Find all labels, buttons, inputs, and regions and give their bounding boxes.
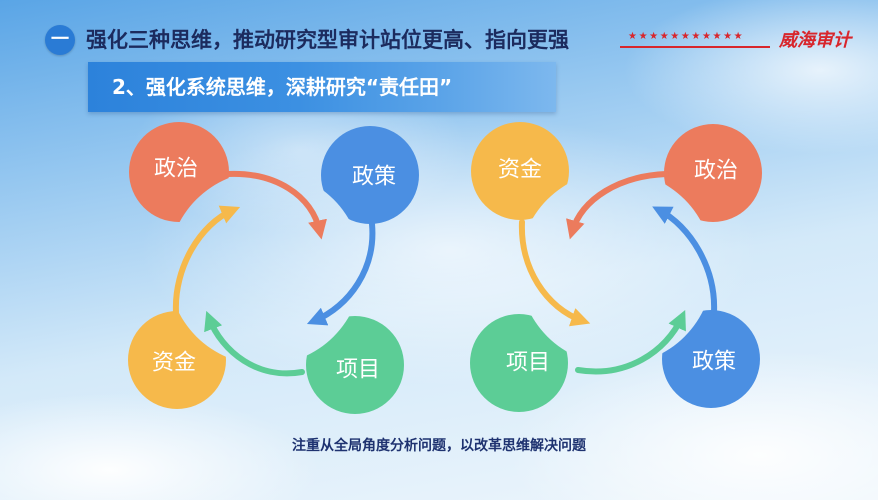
node-circle-project [470,314,568,412]
cycle-diagram-right: 资金 政治 政策 项目 [470,122,762,412]
subtitle-banner: 2、强化系统思维，深耕研究“责任田” [88,62,556,112]
node-label: 资金 [498,158,542,183]
node-circle-policy [321,126,419,224]
node-circle-politics [129,122,229,222]
arrow-policy-to-project [306,221,376,326]
node-label: 政治 [154,157,198,182]
node-label: 资金 [152,351,196,376]
subtitle-text: 2、强化系统思维，深耕研究“责任田” [112,75,453,99]
arrow-project-to-funds [204,310,305,377]
arrow-politics-to-funds [566,171,669,240]
node-circle-funds [128,311,226,409]
section-number-badge: 一 [45,25,75,55]
node-circle-policy [662,310,760,408]
node-circle-project [306,316,404,414]
arrow-funds-to-politics [172,205,241,315]
node-label: 项目 [506,351,550,376]
node-circle-politics [664,124,762,222]
node-label: 项目 [336,358,380,383]
arrow-policy-to-politics [652,206,718,315]
node-circle-funds [471,122,569,220]
decorative-stars: ★★★★★★★★★★★ [628,31,745,42]
cycle-diagram-left: 政治 政策 项目 资金 [128,122,419,414]
node-label: 政治 [694,159,738,184]
organization-logo: 威海审计 [779,30,851,51]
node-label: 政策 [352,165,396,190]
arrow-project-to-policy [575,310,686,375]
footer-caption: 注重从全局角度分析问题，以改革思维解决问题 [292,438,586,454]
node-label: 政策 [692,350,736,375]
arrow-funds-to-project [518,219,591,327]
arrow-politics-to-policy [225,170,327,240]
slide-title: 强化三种思维，推动研究型审计站位更高、指向更强 [86,28,569,52]
decorative-red-line [620,46,770,48]
